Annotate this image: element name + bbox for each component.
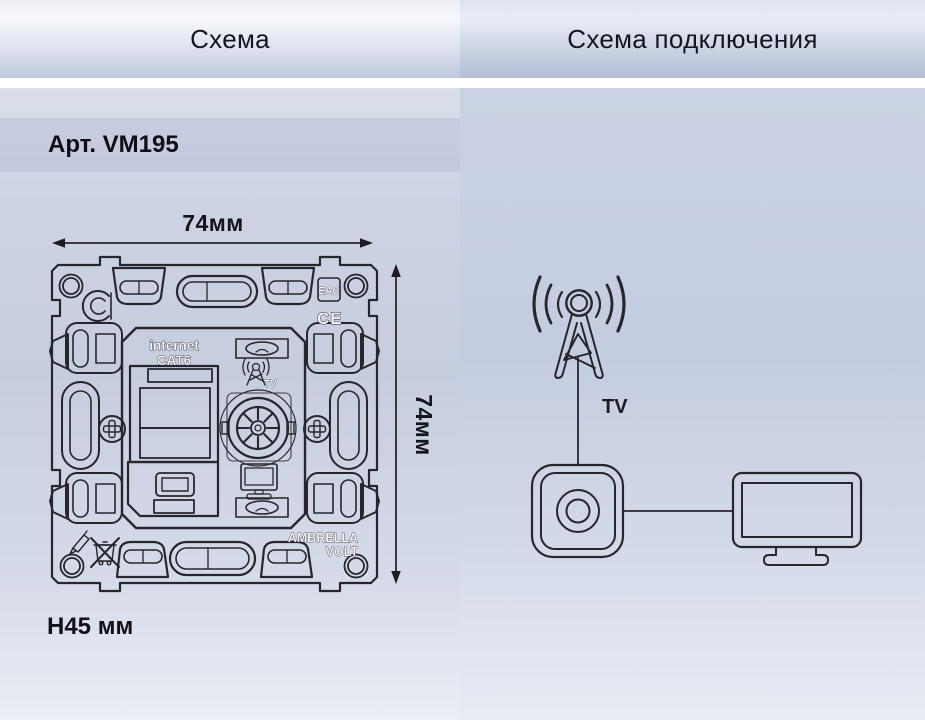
tab-connection-schema-label: Схема подключения	[567, 23, 818, 54]
article-band: Арт. VM195	[0, 118, 460, 172]
tab-schema[interactable]: Схема	[0, 0, 460, 78]
article-label: Арт. VM195	[48, 131, 179, 158]
connection-panel	[460, 88, 925, 720]
header-divider	[0, 78, 925, 88]
tab-bar: Схема Схема подключения	[0, 0, 925, 78]
tab-connection-schema[interactable]: Схема подключения	[460, 0, 925, 78]
depth-dimension-label: H45 мм	[47, 613, 134, 640]
tab-schema-label: Схема	[190, 23, 270, 54]
